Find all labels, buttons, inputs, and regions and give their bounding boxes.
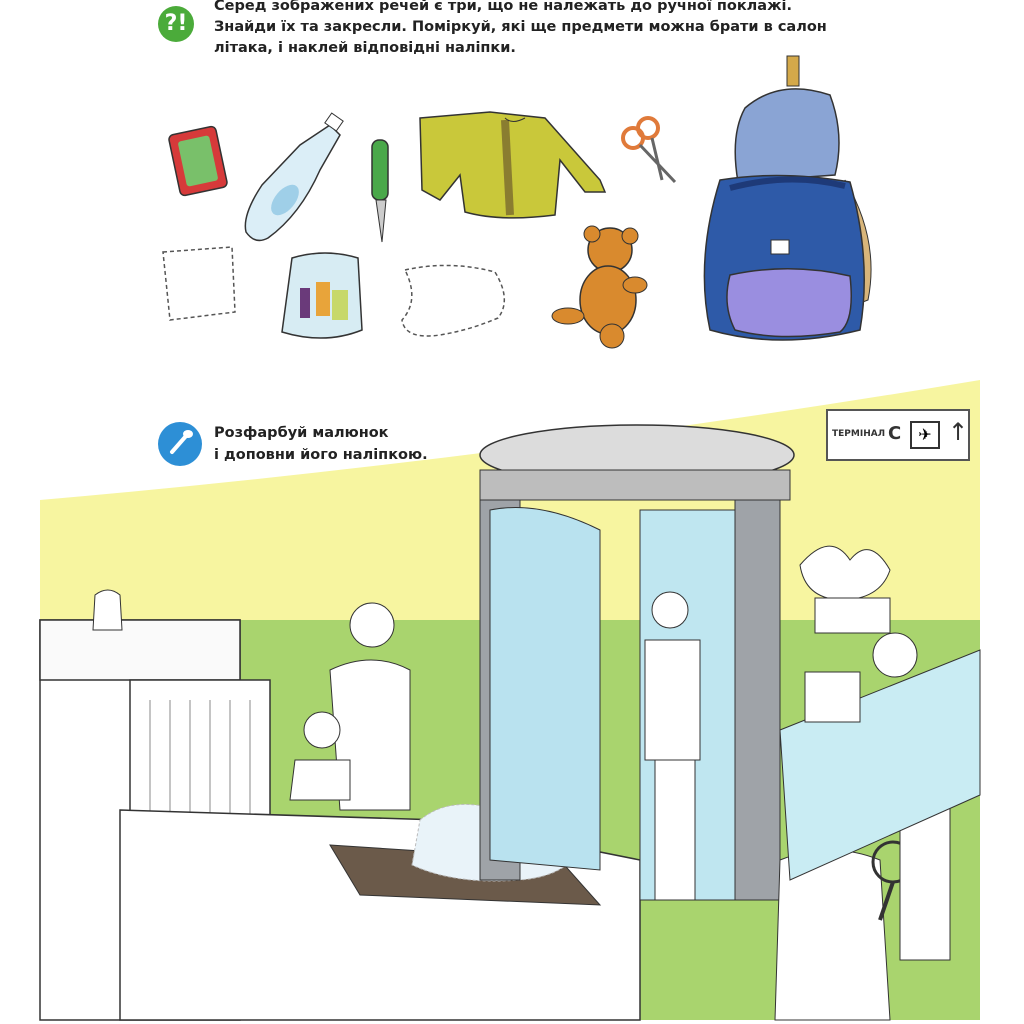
planter <box>799 545 891 634</box>
task2-line: Розфарбуй малюнок <box>214 425 389 441</box>
airplane-icon: ✈ <box>910 421 940 449</box>
task2-text: Розфарбуй малюнок і доповни його наліпко… <box>214 422 428 466</box>
sticker-placeholder[interactable] <box>401 264 505 337</box>
backpack-item[interactable] <box>703 55 872 341</box>
terminal-sign-label: ТЕРМІНАЛ <box>832 429 886 439</box>
task2-line: і доповни його наліпкою. <box>214 447 428 463</box>
passenger-man <box>644 591 701 901</box>
teddy-bear-item[interactable] <box>551 225 648 349</box>
glass-partition <box>779 649 981 881</box>
paintbrush-icon <box>158 422 202 466</box>
arrow-up-icon: ↑ <box>948 418 969 446</box>
task1-line: літака, і наклей відповідні наліпки. <box>214 40 516 56</box>
scissors-item[interactable] <box>621 116 677 184</box>
jacket-item[interactable] <box>419 111 607 219</box>
task1-line: Серед зображених речей є три, що не нале… <box>214 0 792 14</box>
mother-and-child <box>289 602 411 811</box>
toiletry-bag-item[interactable] <box>281 252 363 339</box>
terminal-sign: ТЕРМІНАЛ C ✈ ↑ <box>826 409 970 461</box>
sticker-placeholder[interactable] <box>162 246 236 321</box>
terminal-letter: C <box>888 423 902 444</box>
phone-item[interactable] <box>168 125 228 197</box>
restroom-sign <box>804 671 861 723</box>
knife-item[interactable] <box>371 139 389 243</box>
bottle-item[interactable] <box>244 112 344 242</box>
task1-text: Серед зображених речей є три, що не нале… <box>214 0 854 59</box>
task1-line: Знайди їх та закресли. Поміркуй, які ще … <box>214 19 827 35</box>
question-exclamation-icon: ?! <box>158 6 194 42</box>
